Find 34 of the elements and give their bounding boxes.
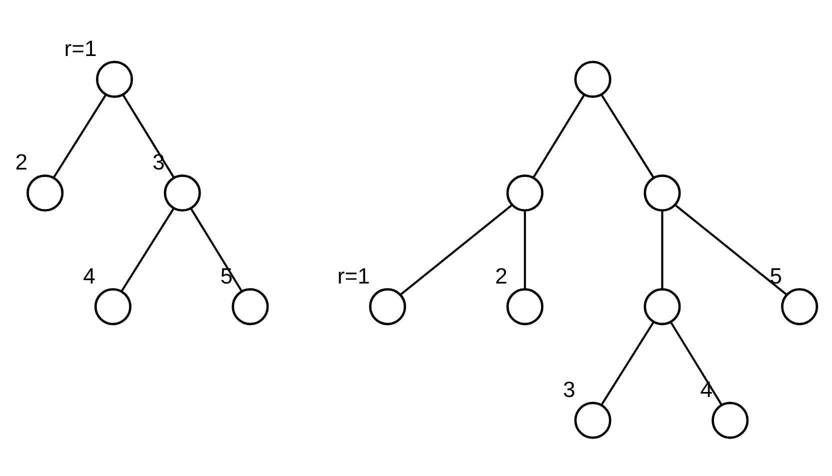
node-circle: [781, 288, 818, 326]
connector: [600, 94, 654, 178]
node-label: r=1: [64, 36, 97, 61]
node-label: 4: [83, 263, 96, 288]
connector: [532, 94, 586, 178]
node-circle: [574, 402, 612, 439]
node-circle: [712, 402, 749, 439]
node-circle: [164, 174, 201, 212]
node-circle: [26, 174, 64, 212]
node-circle: [644, 174, 681, 212]
node-circle: [94, 288, 132, 326]
node-label: 3: [562, 376, 576, 402]
node-circle: [644, 288, 681, 326]
node-label: 2: [15, 150, 28, 175]
connector: [524, 210, 526, 290]
connector: [600, 322, 654, 406]
node-label: 5: [220, 263, 233, 288]
connector: [674, 204, 788, 296]
node-label: 5: [770, 263, 782, 288]
node-label: r=1: [337, 263, 370, 288]
connector: [190, 208, 242, 292]
connector: [122, 94, 174, 178]
node-circle: [369, 288, 406, 326]
node-circle: [574, 60, 612, 98]
node-circle: [506, 288, 544, 326]
node-circle: [506, 174, 544, 212]
node-circle: [232, 288, 269, 326]
connector: [670, 322, 722, 406]
connector: [661, 210, 664, 290]
connector: [121, 208, 174, 292]
node-label: 2: [495, 263, 508, 288]
connector: [400, 204, 512, 296]
connector: [53, 94, 107, 178]
node-circle: [96, 60, 134, 98]
